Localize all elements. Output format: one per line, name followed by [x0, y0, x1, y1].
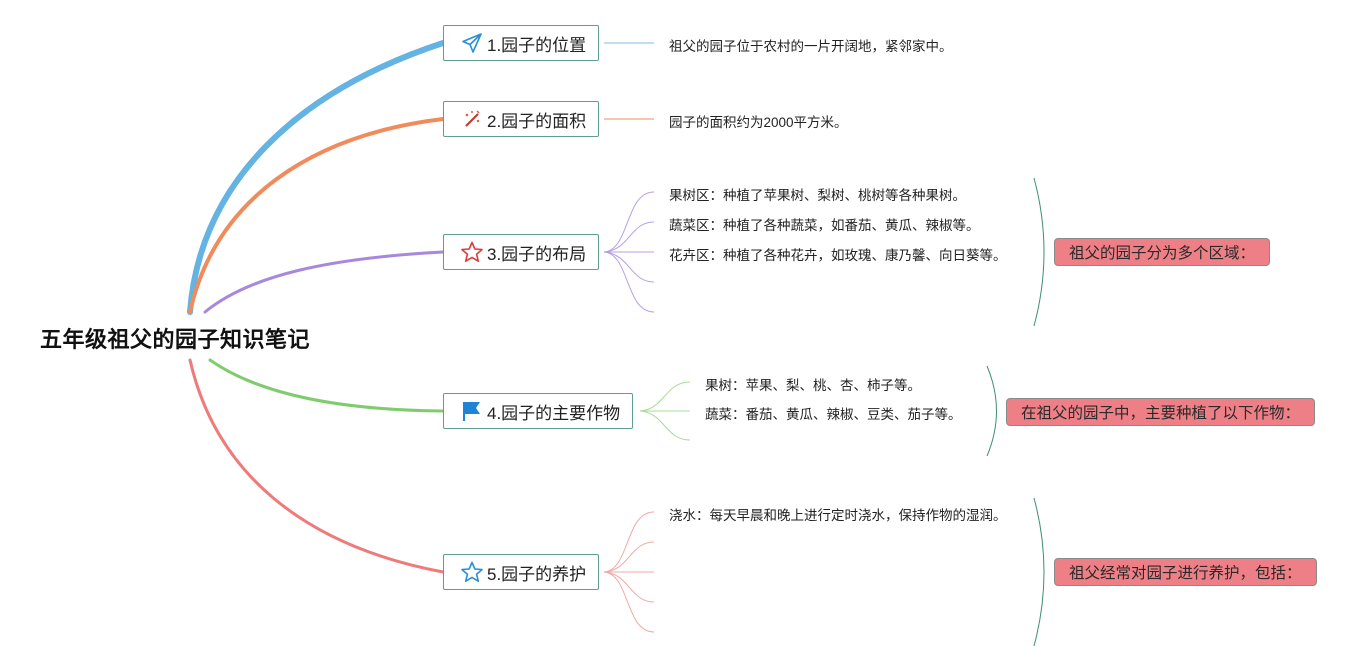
branch-line-3 [203, 250, 445, 314]
root-topic[interactable]: 五年级祖父的园子知识笔记 [40, 327, 311, 352]
topic-label: 3.园子的布局 [487, 244, 587, 264]
topic-crops[interactable]: 4.园子的主要作物 [443, 393, 634, 429]
summary-brace-layout [1033, 177, 1045, 327]
leaf-area[interactable]: 园子的面积约为2000平方米。 [669, 115, 848, 130]
topic-layout[interactable]: 3.园子的布局 [443, 234, 600, 270]
flag-icon [460, 399, 484, 423]
leaf-layout-fruit-trees[interactable]: 果树区：种植了苹果树、梨树、桃树等各种果树。 [669, 188, 966, 203]
summary-brace-crops [986, 365, 997, 457]
topic-label: 1.园子的位置 [487, 35, 587, 55]
star-outline-icon [460, 560, 484, 584]
summary-layout[interactable]: 祖父的园子分为多个区域： [1054, 238, 1271, 266]
topic-location[interactable]: 1.园子的位置 [443, 25, 600, 61]
crops-leaf-lines [639, 381, 691, 441]
leaf-care-watering[interactable]: 浇水：每天早晨和晚上进行定时浇水，保持作物的湿润。 [669, 508, 1007, 523]
summary-crops[interactable]: 在祖父的园子中，主要种植了以下作物： [1006, 398, 1316, 426]
star-outline-icon [460, 240, 484, 264]
topic-care[interactable]: 5.园子的养护 [443, 554, 600, 590]
topic-label: 5.园子的养护 [487, 564, 587, 584]
leaf-crops-vegetables[interactable]: 蔬菜：番茄、黄瓜、辣椒、豆类、茄子等。 [705, 407, 962, 422]
branch-line-1 [187, 40, 446, 315]
leaf-location[interactable]: 祖父的园子位于农村的一片开阔地，紧邻家中。 [669, 39, 953, 54]
leaf-layout-flowers[interactable]: 花卉区：种植了各种花卉，如玫瑰、康乃馨、向日葵等。 [669, 248, 1007, 263]
paper-plane-icon [460, 31, 484, 55]
care-leaf-lines [603, 511, 655, 633]
summary-care[interactable]: 祖父经常对园子进行养护，包括： [1054, 558, 1317, 586]
topic-label: 4.园子的主要作物 [487, 403, 621, 423]
leaf-layout-vegetables[interactable]: 蔬菜区：种植了各种蔬菜，如番茄、黄瓜、辣椒等。 [669, 218, 980, 233]
topic-label: 2.园子的面积 [487, 111, 587, 131]
branch-line-2 [188, 117, 445, 314]
branch-line-5 [188, 358, 445, 574]
summary-brace-care [1033, 497, 1045, 647]
leaf-crops-fruit[interactable]: 果树：苹果、梨、桃、杏、柿子等。 [705, 378, 921, 393]
magic-wand-icon [460, 107, 484, 131]
layout-leaf-lines [603, 191, 655, 313]
branch-line-4 [208, 358, 445, 413]
topic-area[interactable]: 2.园子的面积 [443, 101, 600, 137]
